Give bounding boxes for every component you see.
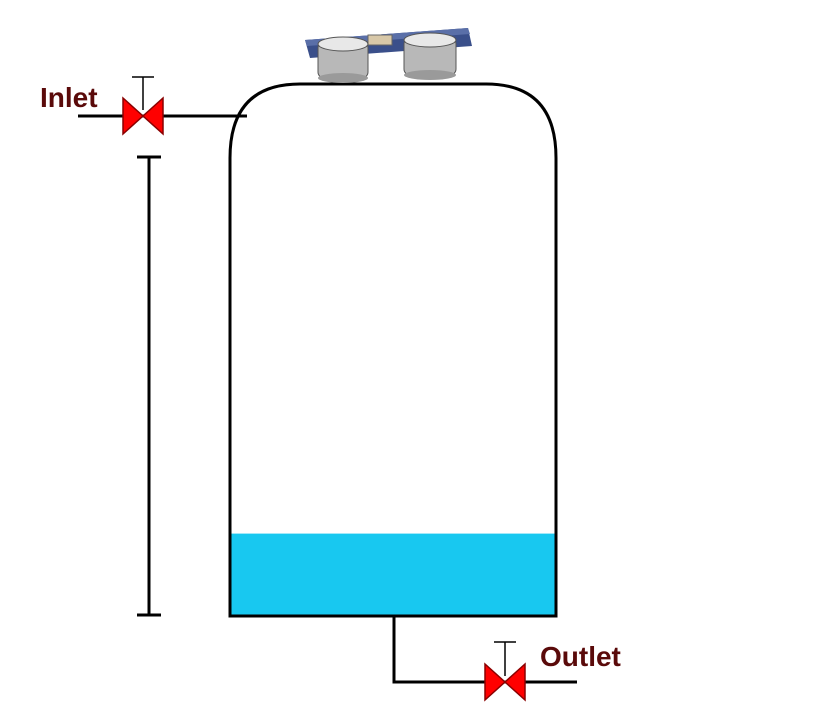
ultrasonic-sensor-icon	[305, 28, 472, 83]
outlet-label: Outlet	[540, 641, 621, 672]
water-level	[230, 534, 556, 616]
gate-valve-icon	[143, 98, 163, 134]
gate-valve-icon	[485, 664, 505, 700]
outlet-valve[interactable]	[485, 642, 525, 700]
gate-valve-icon	[123, 98, 143, 134]
dimension-bar-icon	[137, 157, 161, 615]
gate-valve-icon	[505, 664, 525, 700]
inlet-valve[interactable]	[123, 77, 163, 134]
inlet-label: Inlet	[40, 82, 98, 113]
